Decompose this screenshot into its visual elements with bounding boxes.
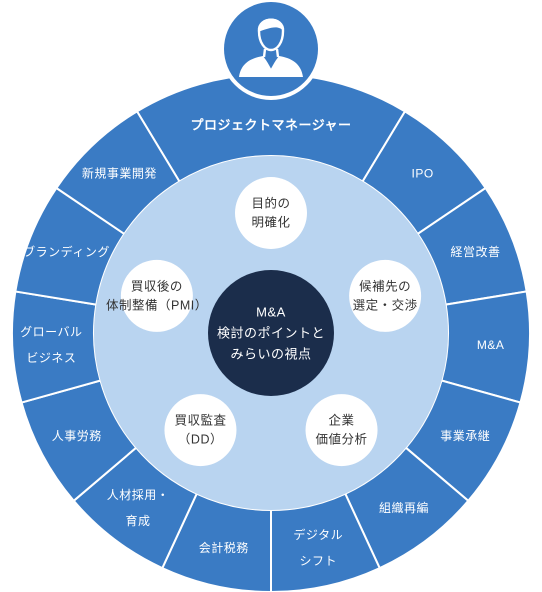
project-manager-avatar [220, 0, 322, 100]
ring-label-digital: シフト [299, 554, 337, 568]
ring-label-ma: M&A [477, 338, 505, 352]
ring-label-jinzai: 育成 [125, 513, 150, 528]
ring-label-shokei: 事業承継 [440, 428, 490, 443]
ring-label-zeimu: 会計税務 [199, 540, 249, 555]
point-circle-label: （DD） [178, 433, 223, 447]
ring-label-kaizen: 経営改善 [450, 244, 500, 259]
point-circle-label: 目的の [251, 196, 290, 211]
point-circle-bg [349, 259, 422, 332]
point-circle-label: 価値分析 [316, 432, 368, 447]
center-label: みらいの視点 [230, 347, 311, 362]
point-circle-label: 選定・交渉 [353, 297, 418, 312]
ring-label-shinki: 新規事業開発 [82, 166, 157, 181]
center-disc-bg [208, 270, 334, 396]
center-label: 検討のポイントと [217, 326, 325, 341]
ring-label-pm: プロジェクトマネージャー [190, 118, 351, 133]
ring-label-brand: ブランディング [23, 244, 110, 259]
ring-label-ipo: IPO [412, 167, 434, 181]
point-circle-bg [164, 394, 237, 467]
ring-label-global: グローバル [20, 325, 82, 339]
person-icon [239, 18, 303, 77]
point-circle-label: 買収監査 [174, 413, 226, 428]
point-circle-bg [120, 259, 193, 332]
point-circle-label: 買収後の [131, 279, 183, 293]
ring-label-global: ビジネス [26, 351, 76, 365]
point-circle-bg [305, 394, 378, 467]
point-circle-label: 候補先の [359, 279, 411, 293]
point-circle-bg [235, 177, 307, 249]
center-label: M&A [256, 305, 286, 320]
ring-label-soshiki: 組織再編 [379, 500, 429, 515]
point-circle-label: 企業 [329, 413, 355, 428]
point-circle-dd[interactable]: 買収監査 （DD） [164, 394, 237, 467]
point-circle-label: 体制整備（PMI） [106, 297, 208, 312]
ring-label-roumu: 人事労務 [52, 429, 102, 443]
ring-label-jinzai: 人材採用・ [107, 488, 170, 502]
point-circle-label: 明確化 [251, 215, 290, 230]
outer-ring [11, 73, 531, 592]
ring-label-digital: デジタル [293, 527, 343, 542]
